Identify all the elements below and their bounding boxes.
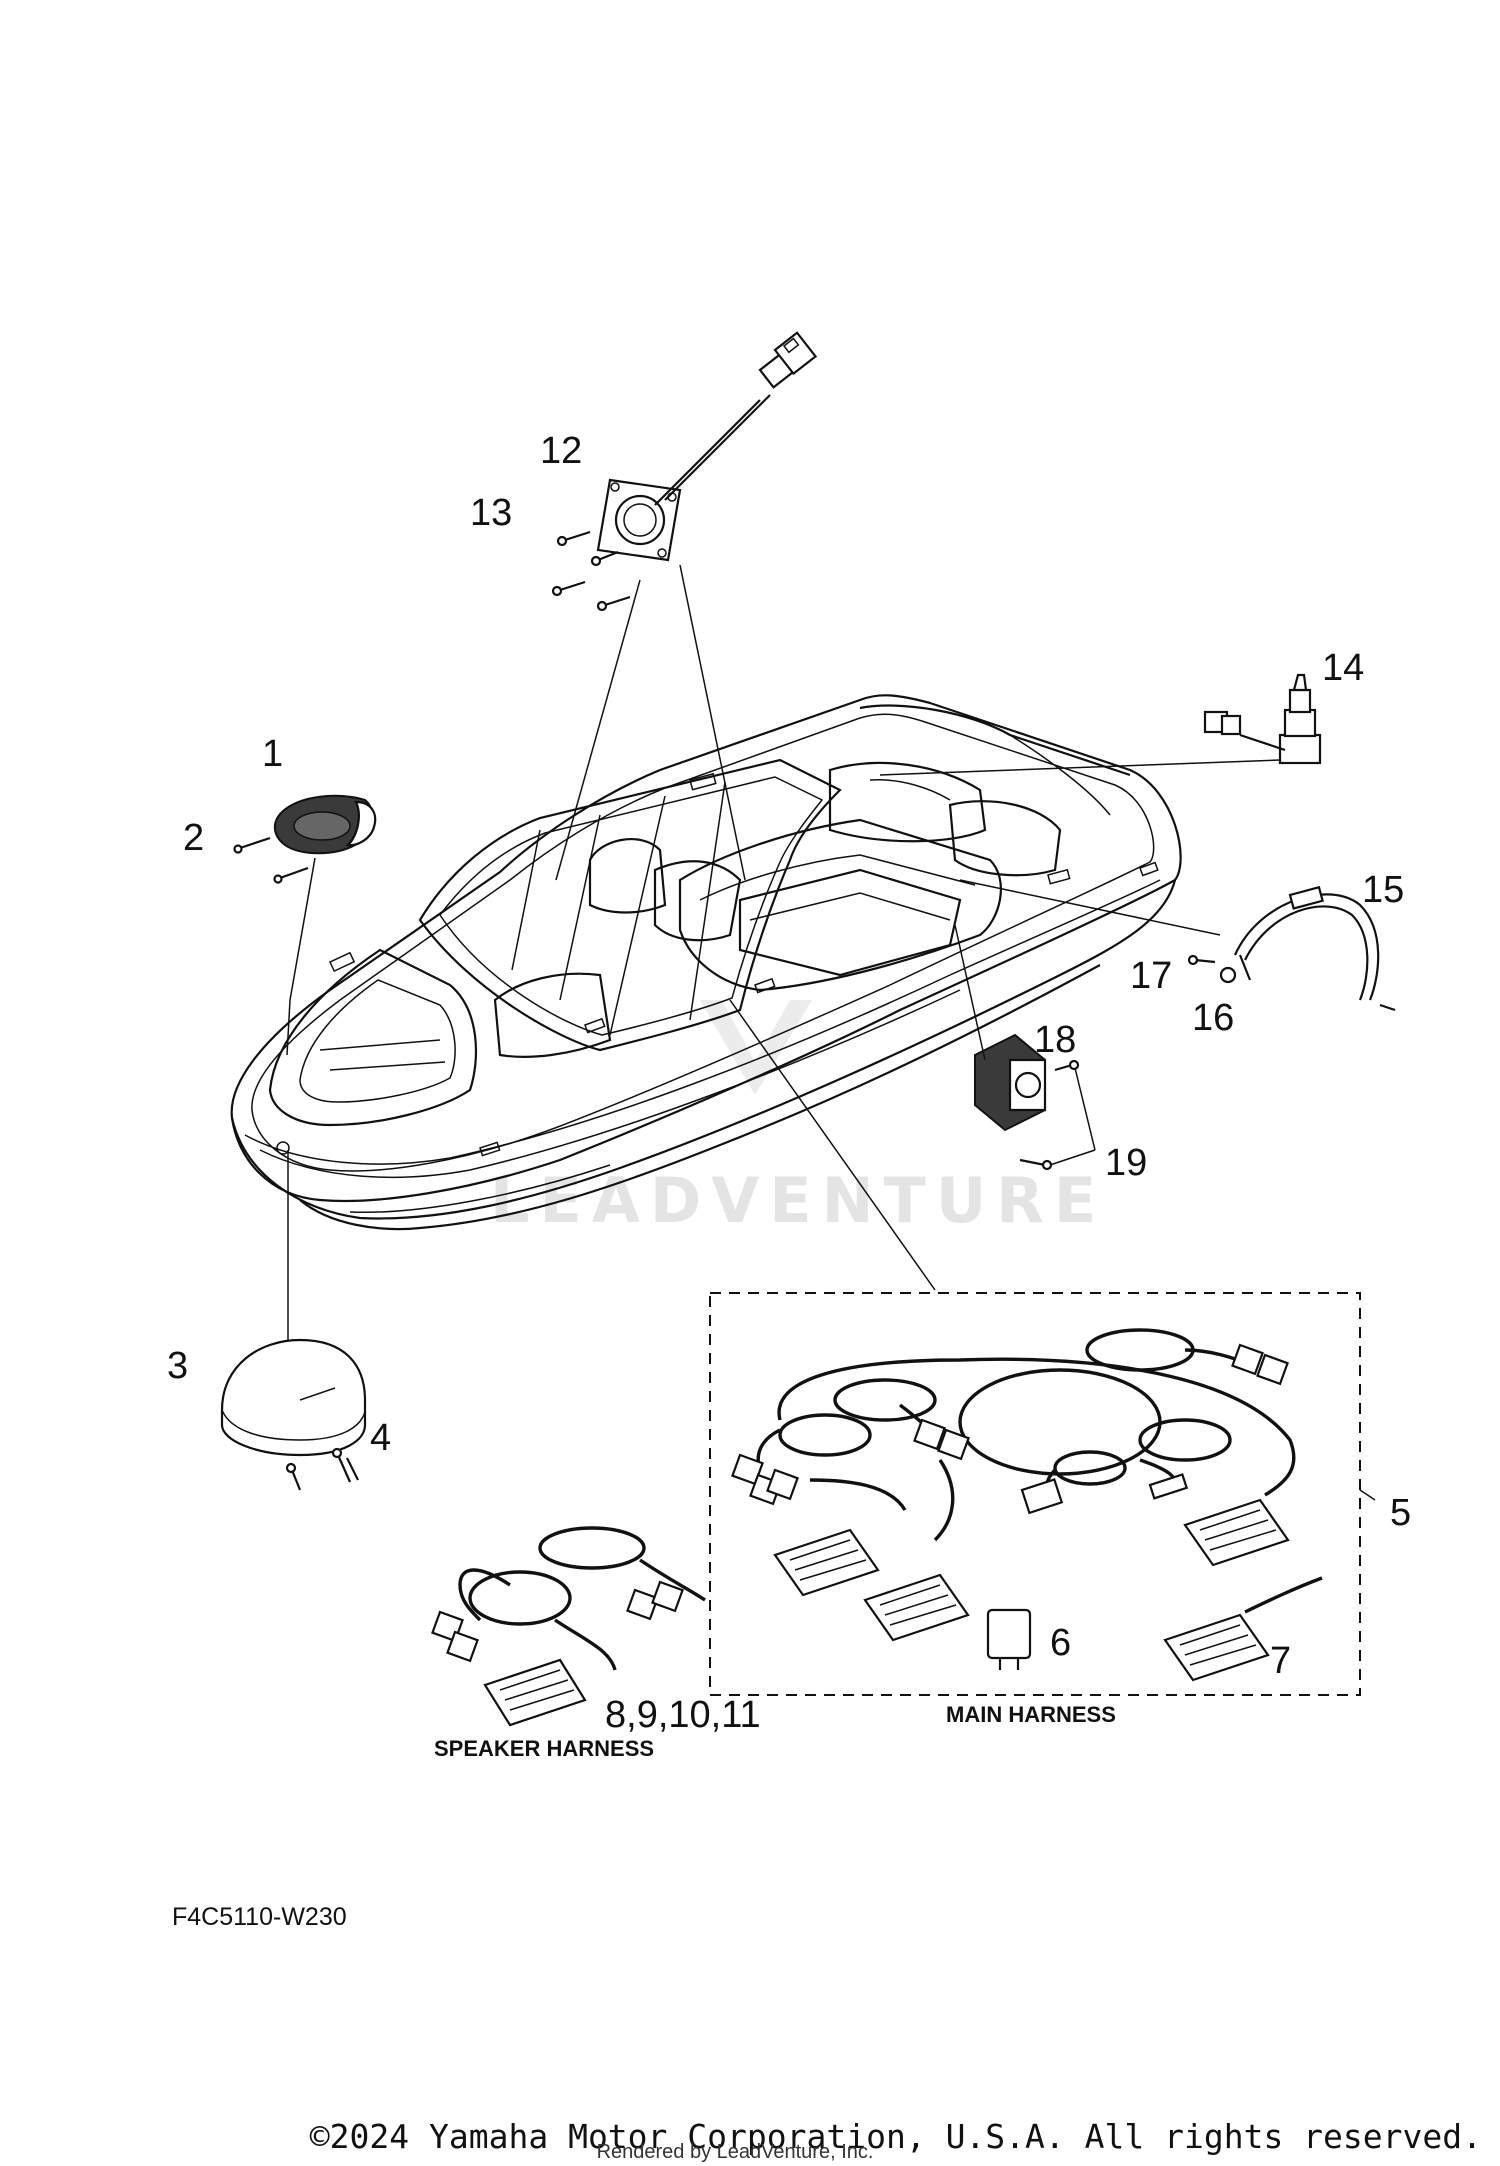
callout-4: 4: [370, 1417, 391, 1459]
screw-part-2: [233, 836, 309, 884]
callout-19: 19: [1105, 1142, 1147, 1184]
callout-3: 3: [167, 1345, 188, 1387]
callout-7: 7: [1270, 1640, 1291, 1682]
callout-1: 1: [262, 733, 283, 775]
main-harness-boundary: [709, 1292, 1361, 1696]
leader-1: [289, 857, 316, 1001]
callout-15: 15: [1362, 869, 1404, 911]
leader-14: [879, 759, 1281, 776]
callout-8-9-10-11: 8,9,10,11: [605, 1694, 761, 1736]
leader-12: [555, 579, 641, 881]
screw-part-19: [1019, 1059, 1096, 1171]
callout-18: 18: [1034, 1019, 1076, 1061]
bolt-part-17: [1187, 954, 1216, 966]
callout-5: 5: [1390, 1492, 1411, 1534]
washer-part-16: [1219, 966, 1237, 984]
clamp-part-15: [1233, 885, 1396, 1012]
callout-2: 2: [183, 817, 204, 859]
sensor-part-14: [1203, 673, 1322, 765]
callout-13: 13: [470, 492, 512, 534]
leader-main-harness: [729, 999, 936, 1291]
watermark-text: LEADVENTURE: [490, 1164, 1106, 1237]
screw-part-13: [551, 530, 631, 612]
rendered-by-notice: Rendered by LeadVenture, Inc.: [597, 2141, 874, 2163]
callout-14: 14: [1322, 647, 1364, 689]
cover-part-3: [220, 1338, 367, 1457]
speaker-harness-part-8-11: [431, 1526, 706, 1727]
watermark: LEADVENTURE: [490, 1000, 1106, 1237]
callout-6: 6: [1050, 1622, 1071, 1664]
leader-18: [954, 924, 986, 1061]
copyright-notice: ©2024 Yamaha Motor Corporation, U.S.A. A…: [310, 2117, 1482, 2156]
relay-part-6: [986, 1608, 1032, 1670]
speaker-harness-label: SPEAKER HARNESS: [434, 1736, 654, 1761]
connector-part-7: [1163, 1576, 1323, 1682]
callout-16: 16: [1192, 997, 1234, 1039]
screw-part-4: [285, 1447, 359, 1491]
main-harness-label: MAIN HARNESS: [946, 1702, 1116, 1727]
leader-15: [959, 879, 1221, 936]
bow-speaker-part-1: [273, 794, 377, 855]
callout-12: 12: [540, 430, 582, 472]
diagram-code: F4C5110-W230: [172, 1903, 347, 1931]
boat-hull-illustration: [230, 694, 1182, 1231]
callout-17: 17: [1130, 955, 1172, 997]
leader-5: [1359, 1489, 1376, 1501]
junction-box-part-18: [974, 1033, 1047, 1132]
speaker-bracket-part-12: [596, 331, 818, 562]
main-harness-part-5: [731, 1328, 1296, 1642]
